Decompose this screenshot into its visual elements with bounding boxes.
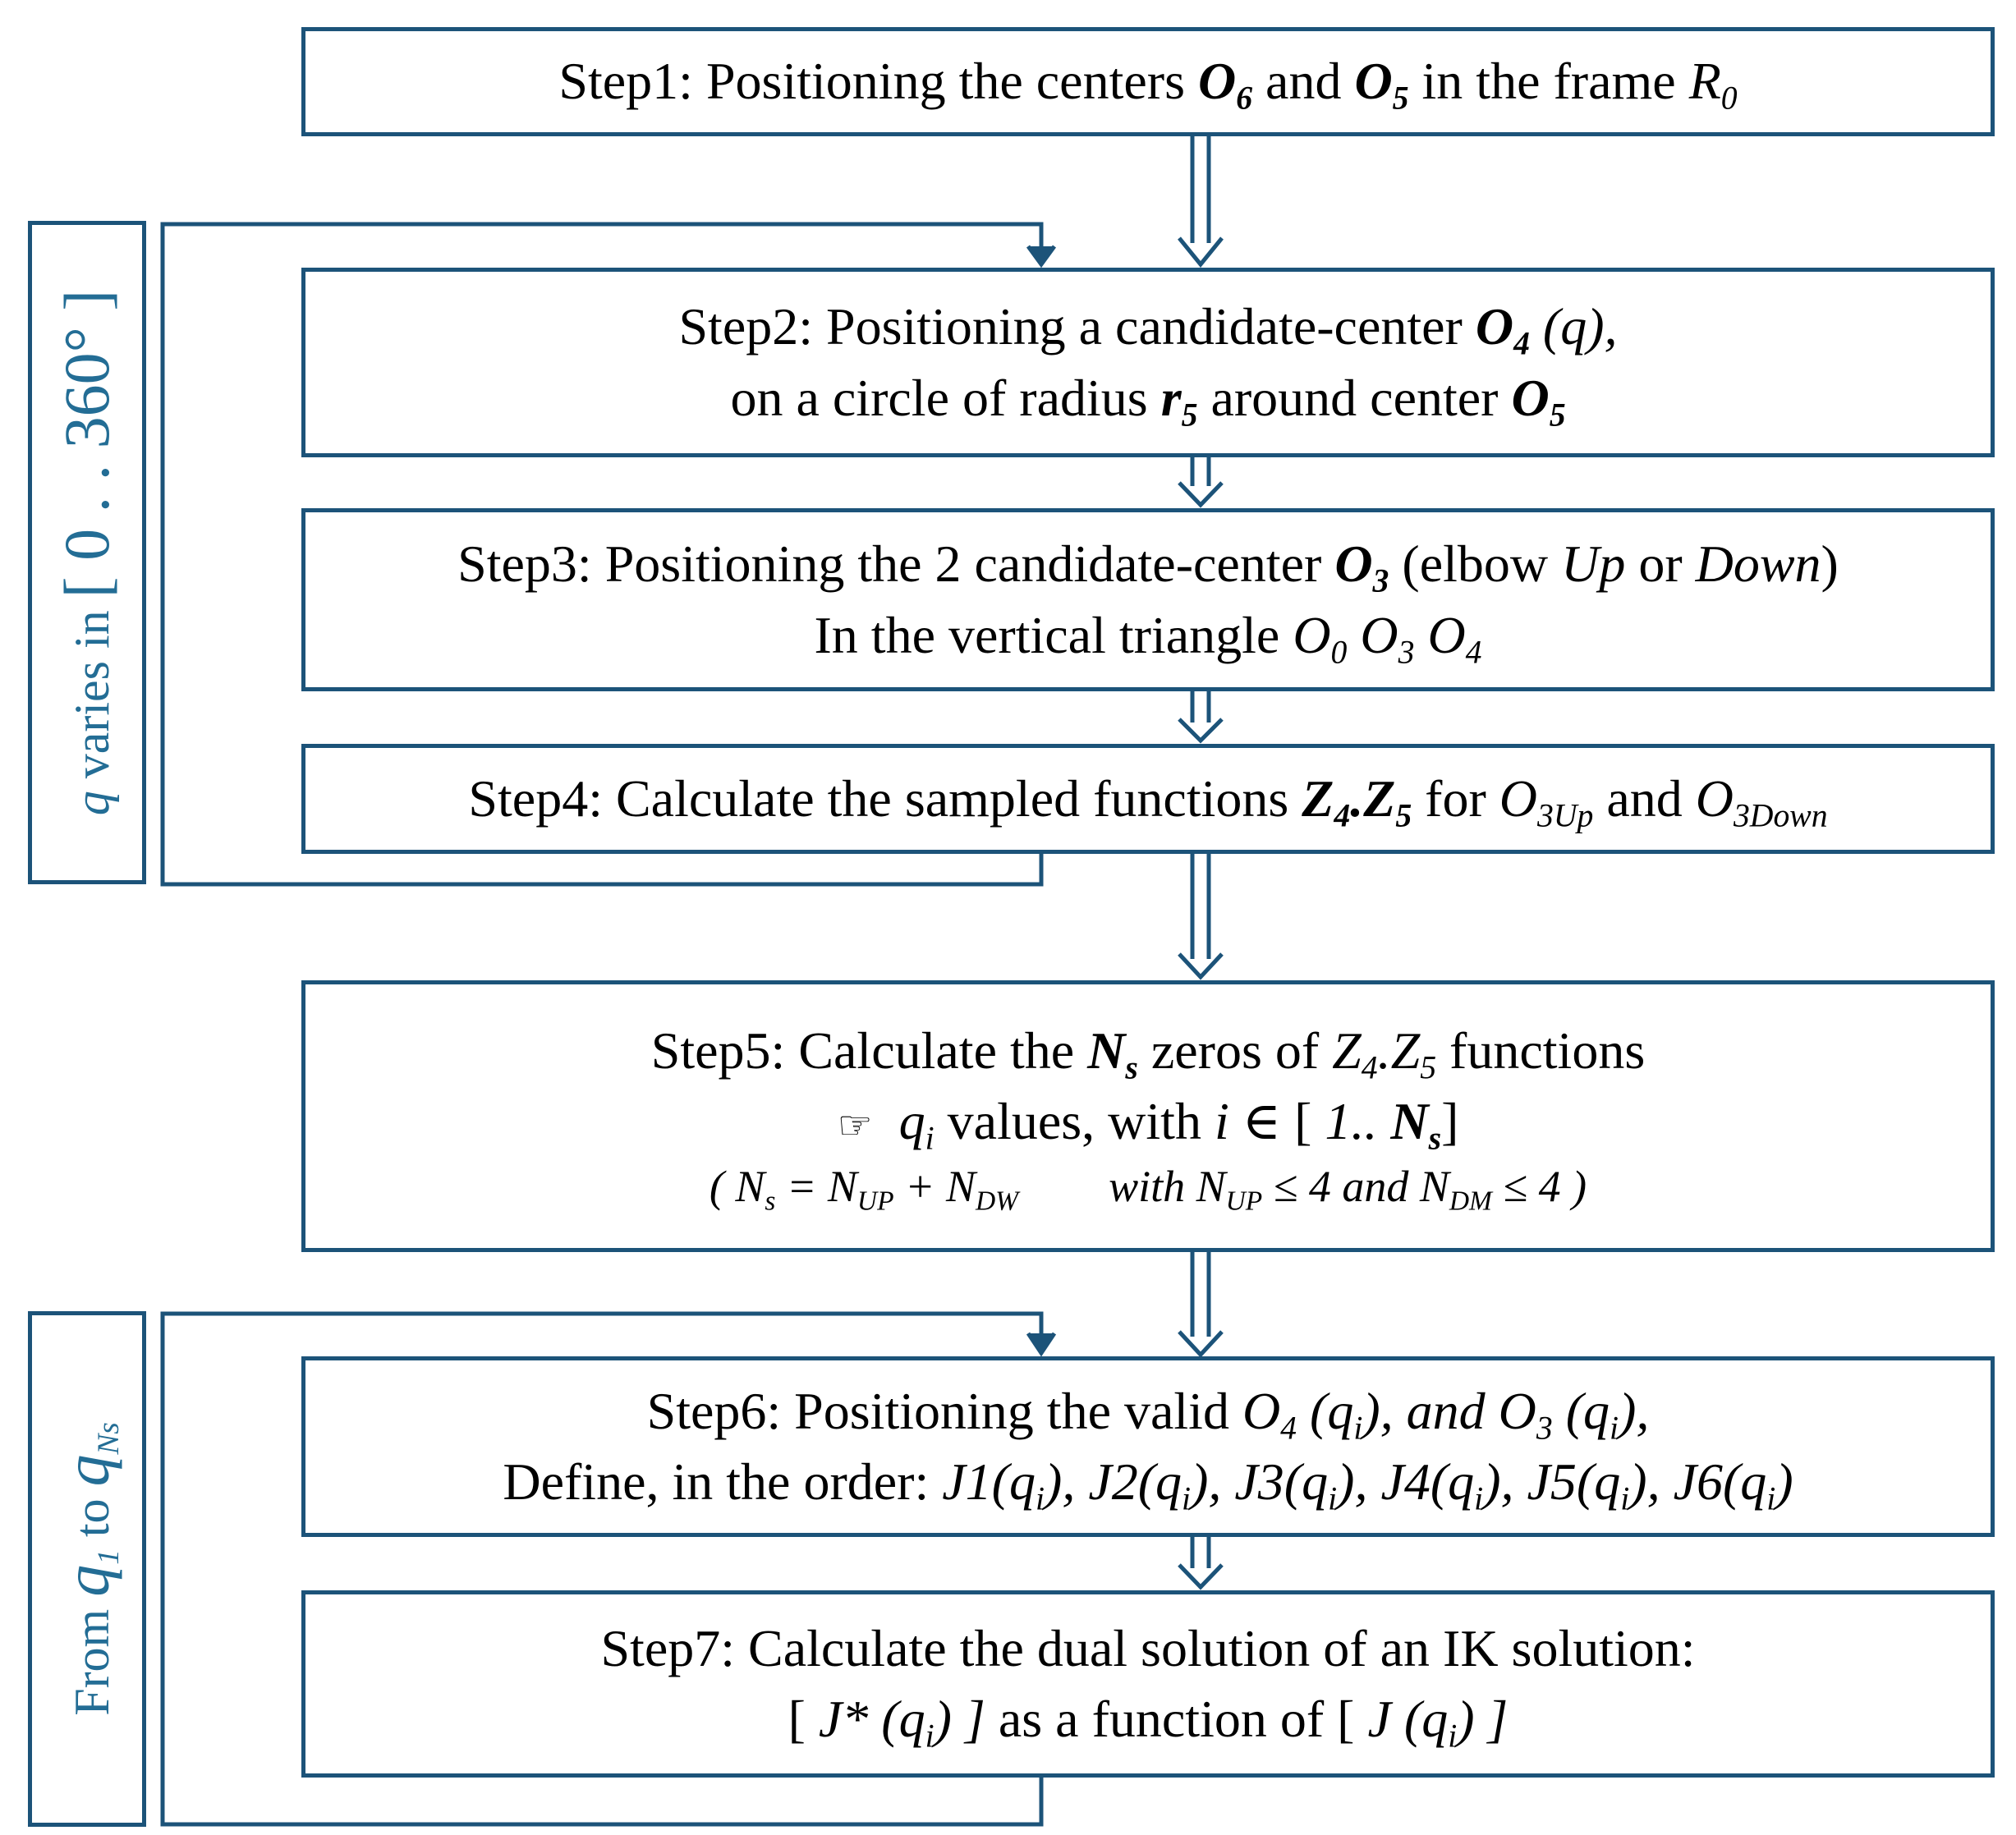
arrow-step5-step6 [1178,1252,1224,1358]
step3-line2: In the vertical triangle O0 O3 O4 [814,605,1482,671]
step3-box: Step3: Positioning the 2 candidate-cente… [301,508,1995,691]
loop1-label: q varies in [ 0 . . 360° ] [51,289,122,816]
step3-line1: Step3: Positioning the 2 candidate-cente… [457,534,1839,599]
step2-line2: on a circle of radius r5 around center O… [730,368,1566,434]
arrow-step2-step3 [1178,457,1224,508]
loop1-label-box: q varies in [ 0 . . 360° ] [28,221,146,884]
step6-line2: Define, in the order: J1(qi), J2(qi), J3… [503,1452,1793,1517]
step4-box: Step4: Calculate the sampled functions Z… [301,744,1995,854]
step1-text: Step1: Positioning the centers O6 and O5… [558,52,1738,117]
step5-line1: Step5: Calculate the Ns zeros of Z4.Z5 f… [650,1021,1646,1086]
step5-box: Step5: Calculate the Ns zeros of Z4.Z5 f… [301,980,1995,1252]
loop2-path [160,1311,1057,1827]
step6-box: Step6: Positioning the valid O4 (qi), an… [301,1356,1995,1537]
step4-text: Step4: Calculate the sampled functions Z… [468,768,1828,834]
arrow-step3-step4 [1178,691,1224,744]
pointing-hand-icon: ☞ [837,1103,873,1149]
step1-box: Step1: Positioning the centers O6 and O5… [301,27,1995,136]
loop2-label: From q1 to qNs [51,1422,126,1716]
step6-line1: Step6: Positioning the valid O4 (qi), an… [646,1381,1650,1447]
arrow-step6-step7 [1178,1537,1224,1590]
arrow-step4-step5 [1178,854,1224,980]
step7-line2: [ J* (qi) ] as a function of [ J (qi) ] [788,1690,1509,1755]
arrow-step1-step2 [1178,136,1224,268]
step5-line2: ☞ qi values, with i ∈ [ 1.. Ns] [837,1092,1459,1157]
step7-box: Step7: Calculate the dual solution of an… [301,1590,1995,1778]
loop1-path [160,222,1057,887]
step2-line1: Step2: Positioning a candidate-center O4… [678,297,1618,362]
loop2-label-box: From q1 to qNs [28,1311,146,1827]
step2-box: Step2: Positioning a candidate-center O4… [301,268,1995,457]
step7-line1: Step7: Calculate the dual solution of an… [600,1618,1696,1677]
